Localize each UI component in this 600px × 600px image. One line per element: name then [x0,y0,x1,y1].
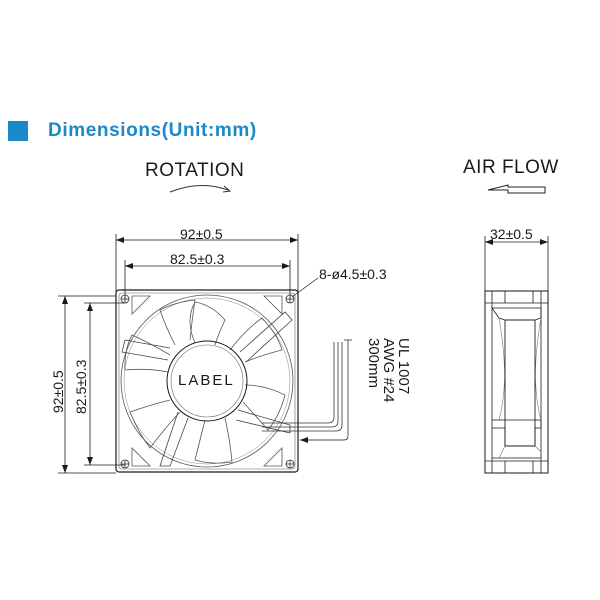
mounting-holes [120,294,295,469]
section-header: Dimensions(Unit:mm) [8,118,257,144]
rotation-arrow-icon [169,185,232,193]
mounting-holes-dimension: 8-ø4.5±0.3 [319,266,387,282]
fan-front-view [58,234,352,474]
section-title: Dimensions(Unit:mm) [48,120,257,141]
airflow-arrow-icon [487,184,546,194]
fan-blades [124,299,286,464]
fan-side-view [484,236,549,474]
section-marker-square [8,121,28,141]
depth-dimension: 32±0.5 [490,226,533,242]
airflow-label: AIR FLOW [463,157,559,178]
lead-wires [262,342,343,432]
rotation-label: ROTATION [145,160,245,181]
hub-label: LABEL [178,372,235,389]
